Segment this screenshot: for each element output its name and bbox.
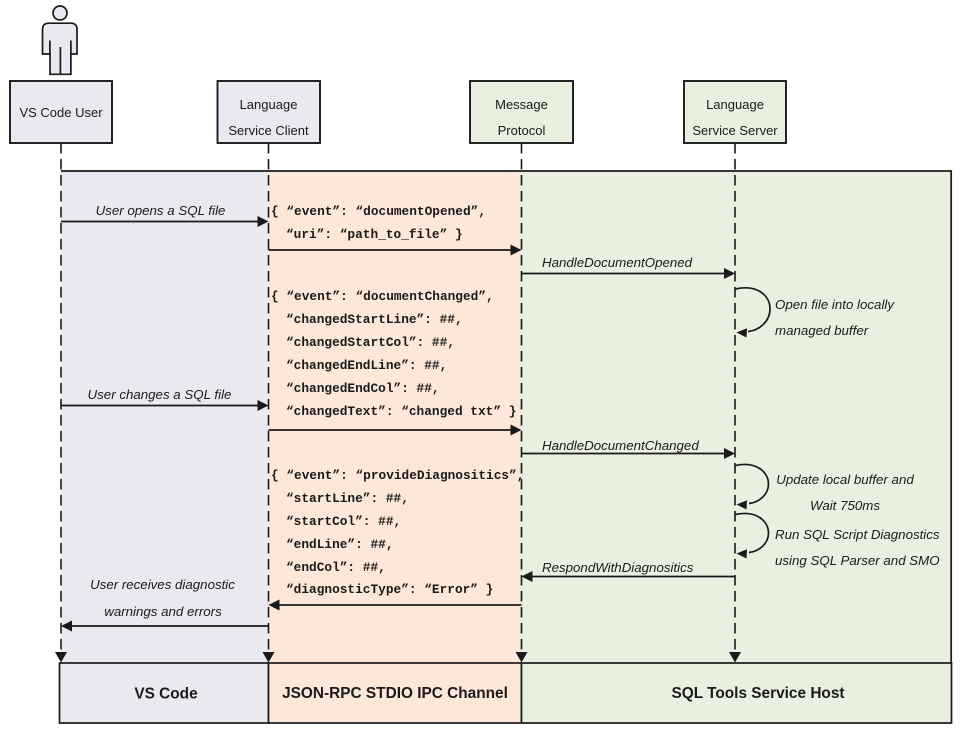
svg-text:Protocol: Protocol [498, 123, 546, 138]
svg-text:“startCol”: ##,: “startCol”: ##, [286, 514, 401, 529]
svg-text:User changes a SQL file: User changes a SQL file [88, 387, 232, 402]
svg-text:warnings and errors: warnings and errors [104, 604, 222, 619]
svg-text:JSON-RPC STDIO IPC Channel: JSON-RPC STDIO IPC Channel [282, 685, 508, 702]
svg-text:User receives diagnostic: User receives diagnostic [90, 577, 235, 592]
svg-text:Message: Message [495, 97, 548, 112]
svg-text:Wait 750ms: Wait 750ms [810, 498, 880, 513]
svg-text:HandleDocumentOpened: HandleDocumentOpened [542, 255, 693, 270]
svg-text:Run SQL Script Diagnostics: Run SQL Script Diagnostics [775, 527, 940, 542]
svg-text:User opens a SQL file: User opens a SQL file [96, 203, 226, 218]
svg-text:“uri”: “path_to_file” }: “uri”: “path_to_file” } [286, 227, 463, 242]
svg-text:“startLine”: ##,: “startLine”: ##, [286, 491, 409, 506]
svg-text:{ “event”: “provideDiagnositic: { “event”: “provideDiagnositics”, [271, 468, 524, 483]
svg-text:“changedEndCol”: ##,: “changedEndCol”: ##, [286, 381, 440, 396]
svg-text:VS Code User: VS Code User [19, 105, 103, 120]
svg-text:managed buffer: managed buffer [775, 323, 869, 338]
svg-text:Open file into locally: Open file into locally [775, 297, 895, 312]
svg-text:SQL Tools Service Host: SQL Tools Service Host [671, 685, 844, 702]
svg-text:{ “event”: “documentChanged”,: { “event”: “documentChanged”, [271, 289, 494, 304]
svg-text:Language: Language [706, 97, 764, 112]
svg-text:“changedStartCol”: ##,: “changedStartCol”: ##, [286, 335, 455, 350]
svg-text:using SQL Parser and SMO: using SQL Parser and SMO [775, 553, 940, 568]
svg-text:“endLine”: ##,: “endLine”: ##, [286, 537, 394, 552]
svg-text:Update local buffer and: Update local buffer and [776, 472, 914, 487]
svg-text:{ “event”: “documentOpened”,: { “event”: “documentOpened”, [271, 204, 486, 219]
svg-text:“changedText”: “changed txt” }: “changedText”: “changed txt” } [286, 404, 516, 419]
svg-text:“changedStartLine”: ##,: “changedStartLine”: ##, [286, 312, 463, 327]
svg-text:RespondWithDiagnositics: RespondWithDiagnositics [542, 560, 694, 575]
svg-text:“diagnosticType”: “Error” }: “diagnosticType”: “Error” } [286, 582, 493, 597]
svg-text:Service Client: Service Client [228, 123, 309, 138]
svg-text:Language: Language [240, 97, 298, 112]
svg-text:Service Server: Service Server [692, 123, 778, 138]
svg-text:HandleDocumentChanged: HandleDocumentChanged [542, 438, 699, 453]
svg-text:VS Code: VS Code [134, 686, 198, 703]
svg-text:“endCol”: ##,: “endCol”: ##, [286, 560, 386, 575]
svg-text:“changedEndLine”: ##,: “changedEndLine”: ##, [286, 358, 447, 373]
